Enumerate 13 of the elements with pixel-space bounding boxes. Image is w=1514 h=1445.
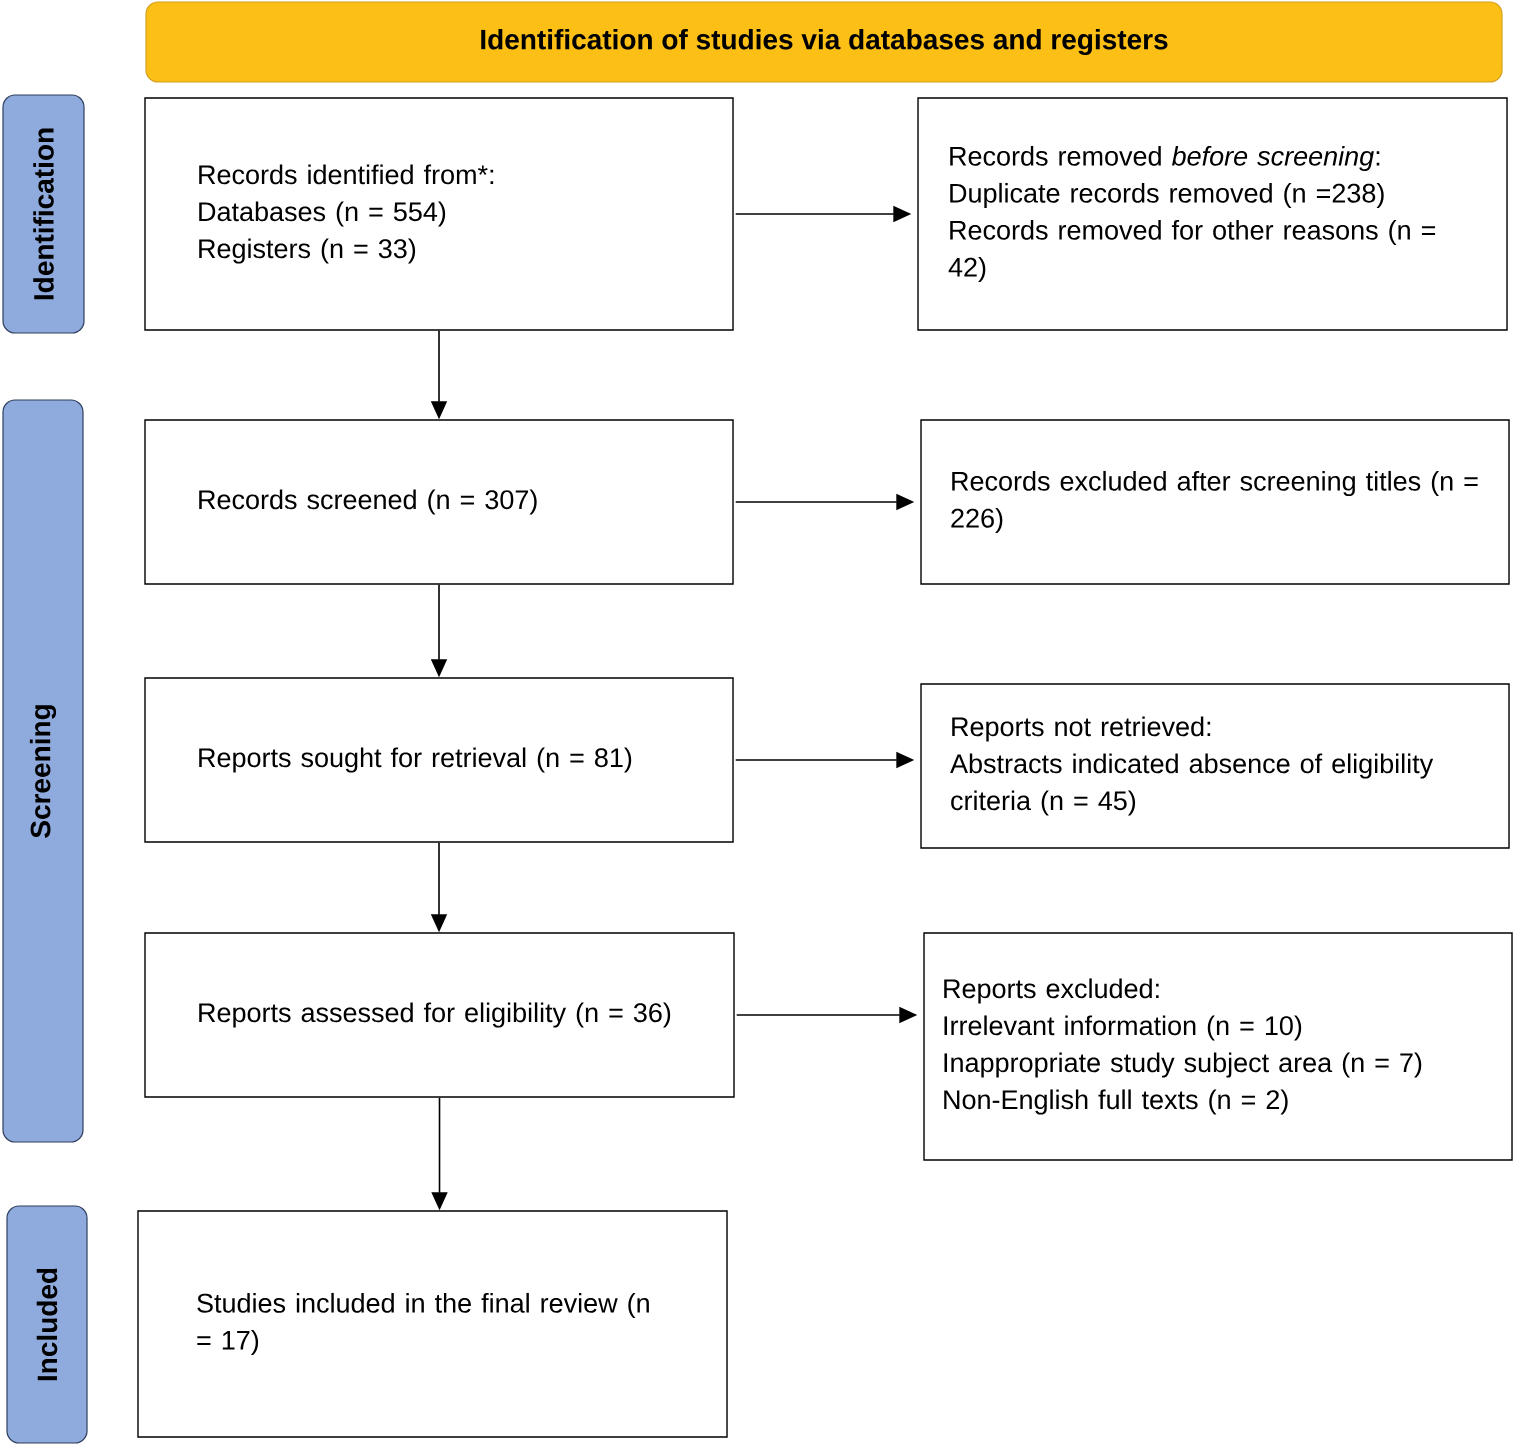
phase-label-band: Identification [2,94,85,334]
exclusion-box: Reports not retrieved: Abstracts indicated absence of eligibility criteria (n = 45) [920,683,1510,849]
phase-label-band: Screening [2,399,84,1143]
exclusion-box: Records removed before screening: Duplicate records removed (n =238) Records removed for other reasons (n = 42) [917,97,1508,331]
process-box: Records identified from*: Databases (n = 554) Registers (n = 33) [144,97,734,331]
process-box: Reports sought for retrieval (n = 81) [144,677,734,843]
process-box: Studies included in the final review (n = 17) [137,1210,728,1438]
exclusion-box: Reports excluded: Irrelevant information (n = 10) Inappropriate study subject area (n = 7) Non-English full texts (n = 2) [923,932,1513,1161]
exclusion-box: Records excluded after screening titles (n = 226) [920,419,1510,585]
phase-label-band: Included [6,1205,88,1444]
process-box: Records screened (n = 307) [144,419,734,585]
process-box: Reports assessed for eligibility (n = 36) [144,932,735,1098]
header-band: Identification of studies via databases and registers [145,1,1503,83]
